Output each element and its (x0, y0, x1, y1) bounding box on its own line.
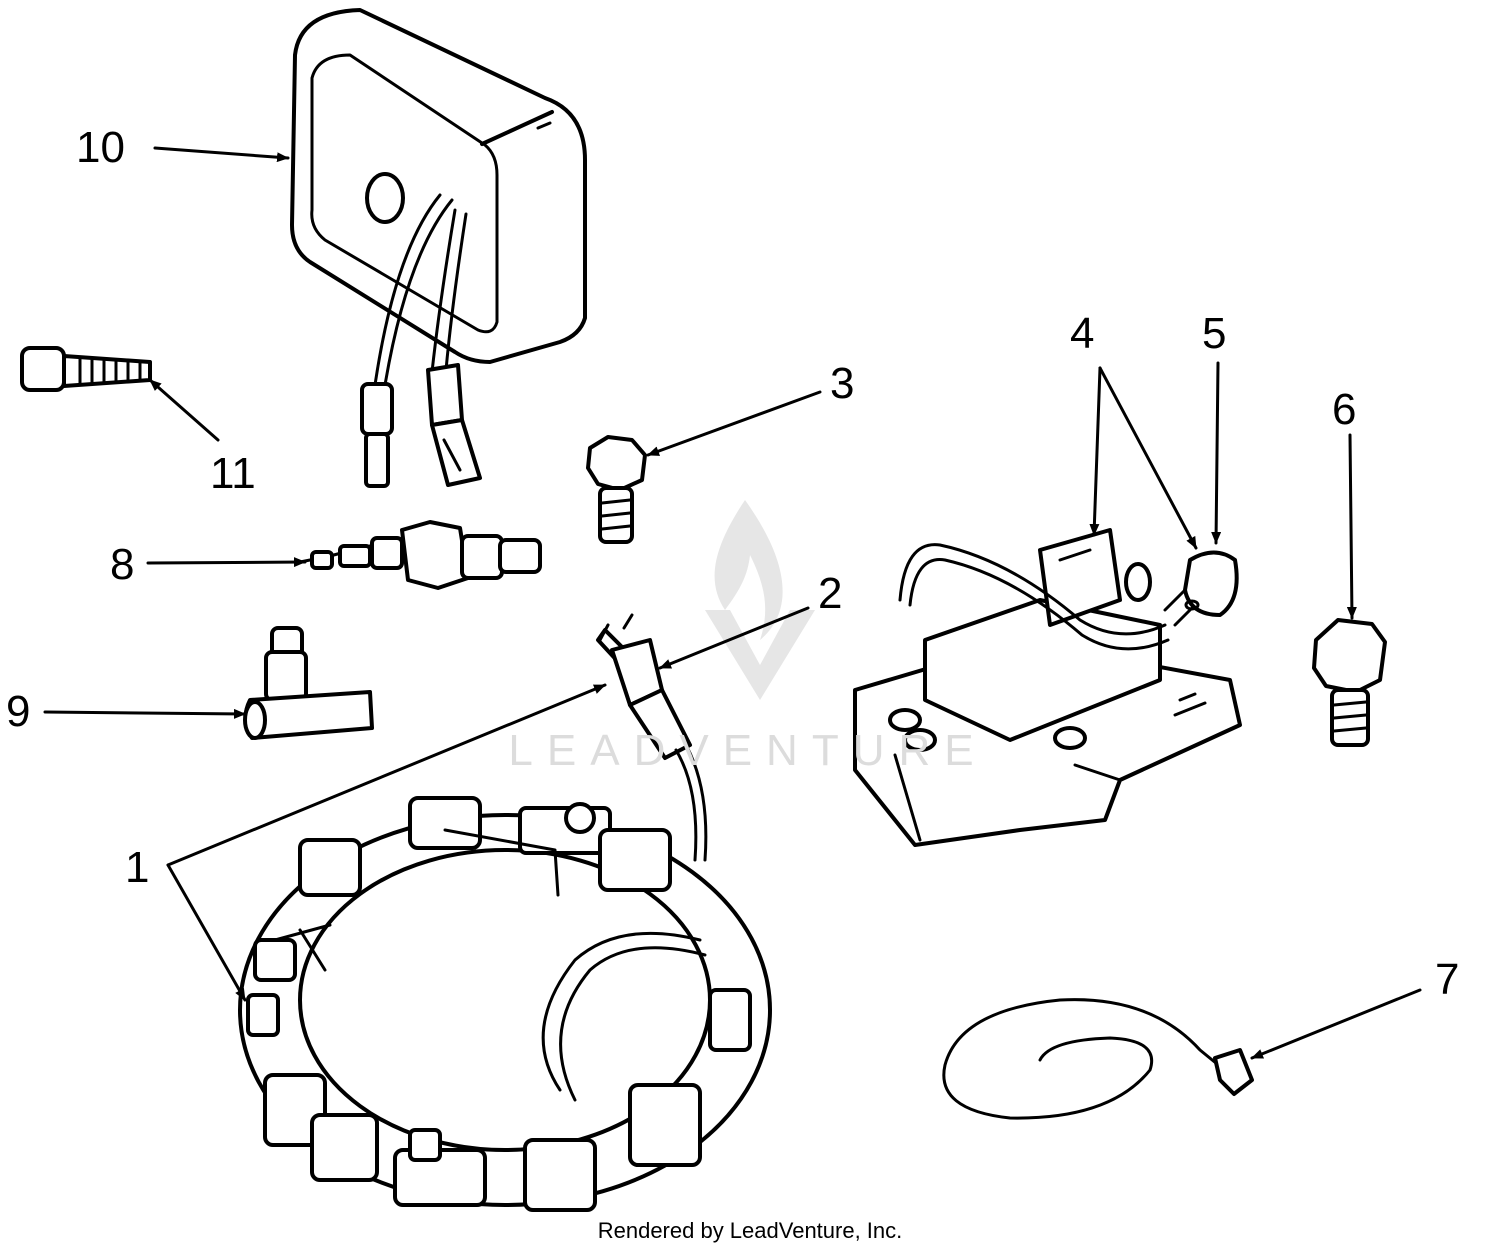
callout-5: 5 (1202, 309, 1227, 358)
callout-2: 2 (818, 569, 843, 618)
part-1-stator (238, 796, 772, 1212)
callout-4: 4 (1070, 309, 1095, 358)
leader-6 (1346, 433, 1357, 620)
part-7-ground-wire (942, 998, 1254, 1120)
leader-11 (148, 378, 220, 442)
part-10-control-module (290, 8, 587, 488)
part-6-bolt (1312, 618, 1387, 747)
part-4-ignition-coil (853, 528, 1242, 847)
footer-credit: Rendered by LeadVenture, Inc. (597, 1218, 903, 1243)
callout-7: 7 (1435, 955, 1460, 1004)
callout-8: 8 (110, 540, 135, 589)
callout-11: 11 (210, 449, 256, 498)
callout-9: 9 (6, 687, 31, 736)
callout-6: 6 (1332, 385, 1357, 434)
part-11-screw (20, 346, 152, 392)
leader-10 (153, 146, 290, 163)
callout-1: 1 (125, 843, 150, 892)
watermark-logo-icon (705, 500, 815, 700)
leader-4a (1089, 366, 1102, 537)
part-3-bolt (586, 435, 647, 544)
leader-arrows (43, 146, 1422, 1060)
leader-4b (1098, 366, 1198, 550)
callout-3: 3 (830, 359, 855, 408)
part-2-connector (596, 613, 708, 862)
leader-1a (166, 683, 607, 867)
part-9-tee-fitting (243, 626, 374, 740)
leader-2 (658, 606, 810, 670)
leader-1b (166, 863, 247, 1002)
leader-5 (1211, 361, 1222, 545)
leader-3 (646, 390, 822, 457)
part-8-sensor (298, 520, 542, 590)
leader-8 (146, 557, 307, 568)
watermark-text: LEADVENTURE (508, 726, 988, 775)
leader-7 (1250, 988, 1422, 1060)
callout-10: 10 (76, 123, 125, 172)
leader-9 (43, 708, 247, 719)
